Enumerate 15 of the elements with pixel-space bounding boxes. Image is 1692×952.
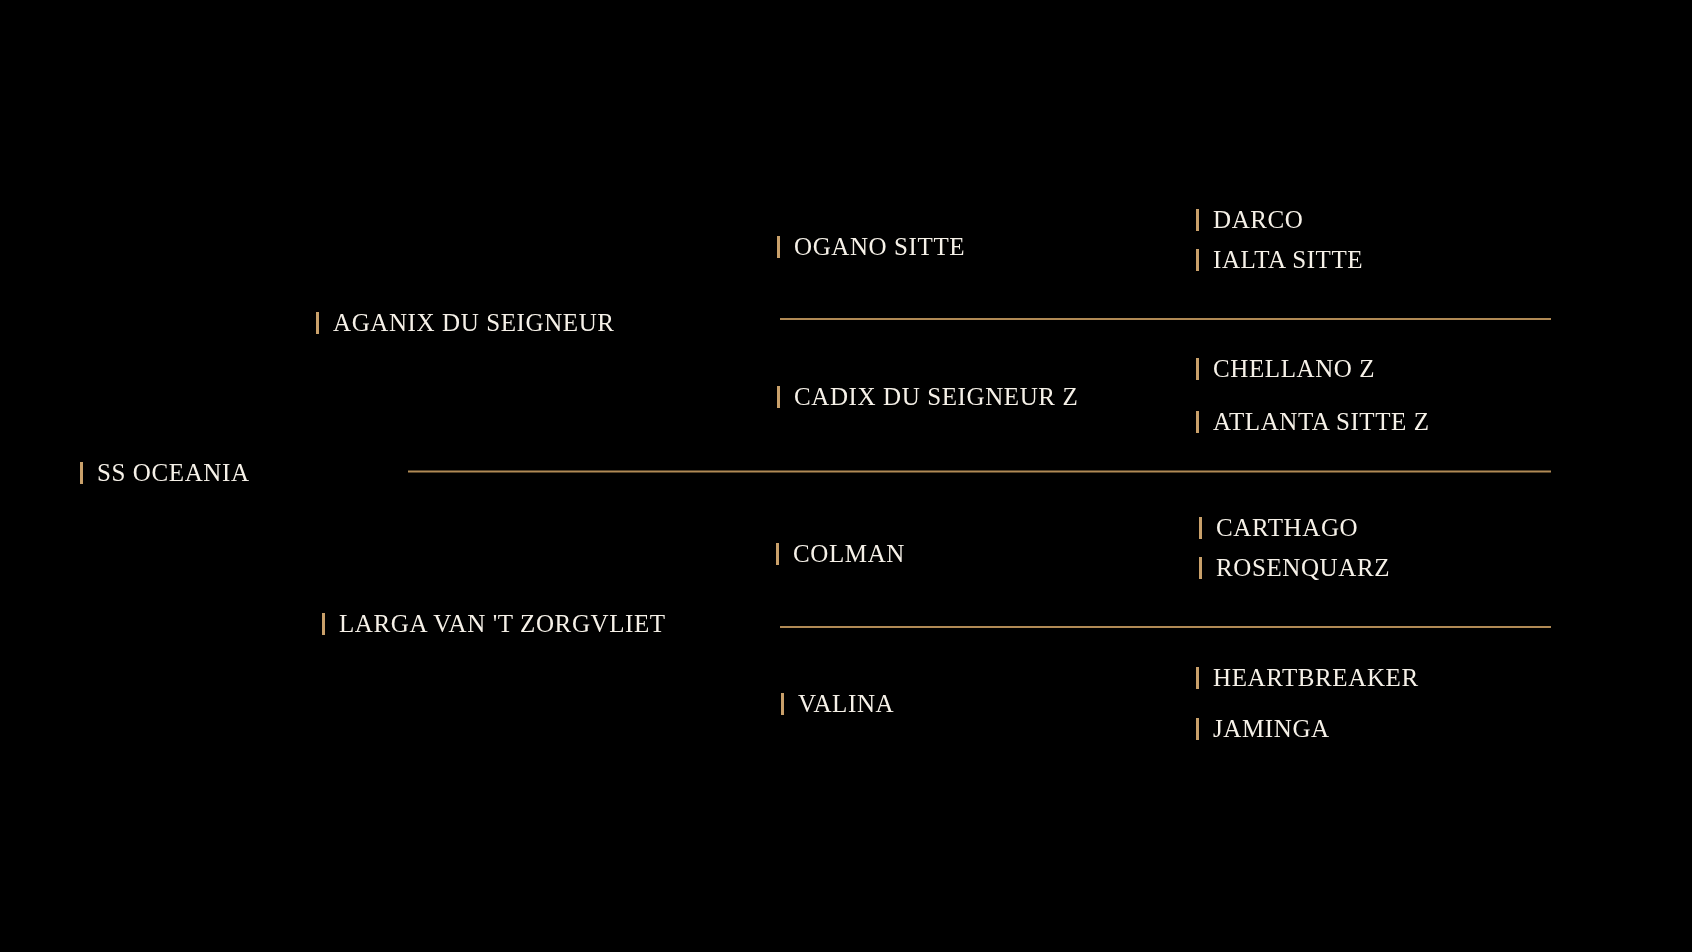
horse-name: ATLANTA SITTE Z [1196, 411, 1430, 433]
horse-name: CADIX DU SEIGNEUR Z [777, 386, 1079, 408]
horse-name: AGANIX DU SEIGNEUR [316, 312, 615, 334]
horse-name: HEARTBREAKER [1196, 667, 1419, 689]
horse-name: JAMINGA [1196, 718, 1330, 740]
horse-name: LARGA VAN 'T ZORGVLIET [322, 613, 666, 635]
horse-name: COLMAN [776, 543, 905, 565]
horse-name: IALTA SITTE [1196, 249, 1364, 271]
horse-name: VALINA [781, 693, 895, 715]
horse-name: CARTHAGO [1199, 517, 1359, 539]
horse-name: OGANO SITTE [777, 236, 966, 258]
horse-name: CHELLANO Z [1196, 358, 1376, 380]
horse-name: DARCO [1196, 209, 1304, 231]
horse-name: ROSENQUARZ [1199, 557, 1391, 579]
horse-name: SS OCEANIA [80, 462, 250, 484]
